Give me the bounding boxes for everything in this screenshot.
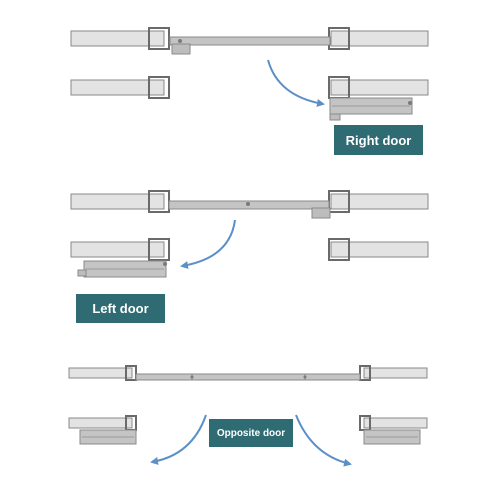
right-door-open (70, 76, 429, 121)
opposite-door-left-arrow (150, 414, 207, 465)
left-door-open (70, 238, 429, 278)
right-door-swing-arrow (267, 59, 325, 107)
right-door-label: Right door (334, 125, 423, 155)
opposite-door-label: Opposite door (209, 419, 293, 447)
right-door-closed (70, 27, 429, 55)
left-door-closed (70, 190, 429, 219)
left-door-swing-arrow (180, 219, 236, 269)
opposite-door-right-arrow (295, 414, 352, 467)
opposite-door-closed (68, 365, 428, 381)
opposite-door-open (68, 415, 428, 445)
left-door-label: Left door (76, 294, 165, 323)
